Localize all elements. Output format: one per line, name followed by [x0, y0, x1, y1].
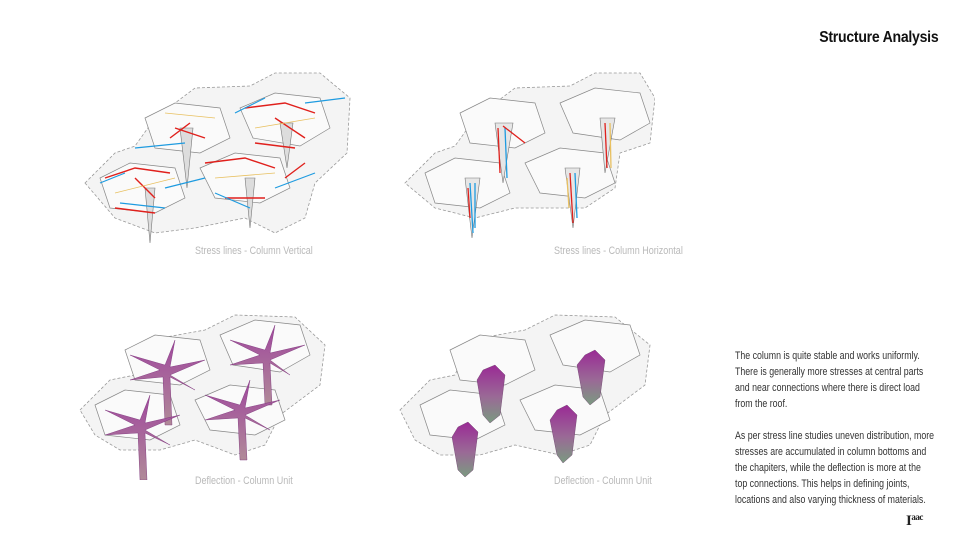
description-paragraph-2: As per stress line studies uneven distri… — [735, 430, 935, 506]
caption-deflection-star: Deflection - Column Unit — [195, 475, 293, 487]
deflection-column-diagram — [395, 305, 655, 485]
caption-stress-horizontal: Stress lines - Column Horizontal — [554, 245, 683, 257]
iaac-logo: Iaac — [906, 512, 923, 530]
caption-stress-vertical: Stress lines - Column Vertical — [195, 245, 313, 257]
caption-deflection-column: Deflection - Column Unit — [554, 475, 652, 487]
analysis-description: The column is quite stable and works uni… — [735, 348, 935, 524]
page-title: Structure Analysis — [818, 29, 938, 46]
stress-vertical-diagram — [75, 68, 355, 248]
stress-horizontal-diagram — [395, 68, 655, 248]
description-paragraph-1: The column is quite stable and works uni… — [735, 350, 924, 410]
deflection-star-diagram — [75, 305, 355, 480]
logo-sup: aac — [911, 512, 923, 522]
logo-main: I — [906, 513, 912, 529]
